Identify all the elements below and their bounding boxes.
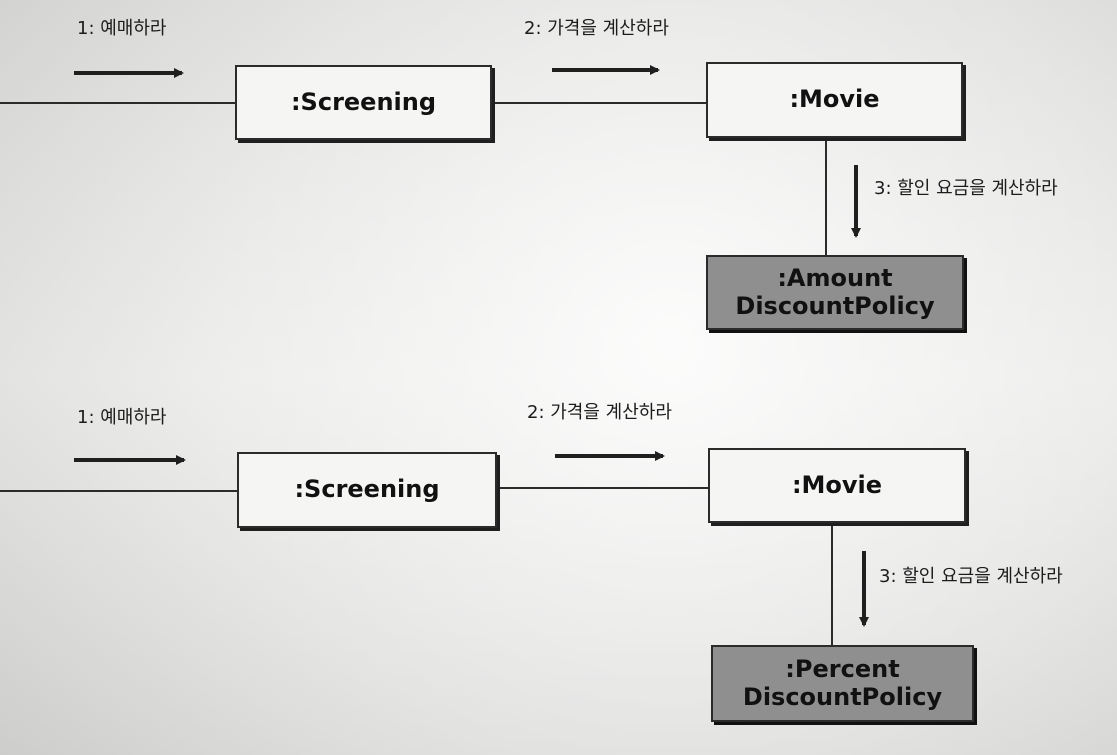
diagram-2-message-2-label: 2: 가격을 계산하라 <box>527 402 672 423</box>
diagram-1-screening-box: :Screening <box>235 65 492 140</box>
diagram-2-message-1-label: 1: 예매하라 <box>77 407 167 428</box>
diagram-2-policy-label: :Percent DiscountPolicy <box>742 654 943 711</box>
diagram-1-policy-box: :Amount DiscountPolicy <box>706 255 964 330</box>
diagram-2-policy-box: :Percent DiscountPolicy <box>711 645 974 722</box>
diagram-2-message-3-label: 3: 할인 요금을 계산하라 <box>879 566 1063 587</box>
diagram-1-movie-label: :Movie <box>789 85 880 114</box>
diagram-1-message-1-label: 1: 예매하라 <box>77 18 167 39</box>
diagram-2-screening-label: :Screening <box>294 475 440 504</box>
diagram-1-movie-box: :Movie <box>706 62 963 138</box>
diagram-2-movie-label: :Movie <box>791 470 883 499</box>
diagram-1-message-2-label: 2: 가격을 계산하라 <box>524 18 669 39</box>
diagram-2-screening-box: :Screening <box>237 452 497 528</box>
diagram-1-policy-label: :Amount DiscountPolicy <box>735 263 935 320</box>
diagram-1-message-3-label: 3: 할인 요금을 계산하라 <box>874 178 1058 199</box>
diagram-1-screening-label: :Screening <box>290 87 437 116</box>
diagram-2-movie-box: :Movie <box>708 448 966 523</box>
